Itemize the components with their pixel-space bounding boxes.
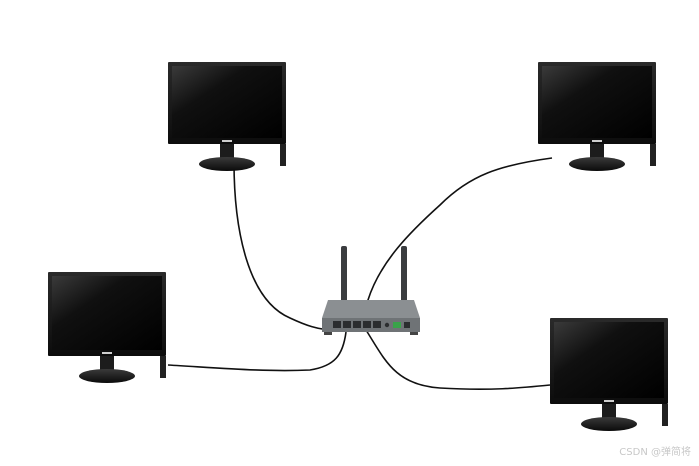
watermark: CSDN @弹简将 (619, 447, 691, 458)
monitor-screen (542, 66, 652, 138)
router-port (343, 321, 351, 328)
cable-bottom-right (365, 329, 551, 391)
monitor-brand-mark (102, 352, 112, 354)
monitor-brand-mark (604, 400, 614, 402)
monitor-base (581, 417, 637, 431)
monitor-neck (220, 144, 234, 160)
router-port (373, 321, 381, 328)
router-port (333, 321, 341, 328)
router-status-led (393, 322, 401, 328)
router-power-jack (404, 322, 410, 328)
router-power-button (384, 322, 390, 328)
monitor-neck (602, 404, 616, 420)
router-foot-right (410, 332, 418, 335)
monitor-side-panel (280, 144, 286, 166)
monitor-side-panel (160, 356, 166, 378)
monitor-neck (590, 144, 604, 160)
router-port (363, 321, 371, 328)
monitor-side-panel (662, 404, 668, 426)
monitor-top-right (538, 62, 656, 171)
monitor-screen (52, 276, 162, 350)
monitor-top-left (168, 62, 286, 171)
router-top-panel (322, 300, 420, 318)
monitor-base (569, 157, 625, 171)
router-lan-ports (333, 321, 381, 328)
router (322, 246, 420, 335)
cable-links (167, 157, 553, 391)
monitor-brand-mark (592, 140, 602, 142)
monitor-bottom-left (48, 272, 166, 383)
monitor-screen (554, 322, 664, 398)
cable-top-left (233, 161, 336, 331)
monitor-base (79, 369, 135, 383)
monitor-brand-mark (222, 140, 232, 142)
monitor-base (199, 157, 255, 171)
router-antenna-left (341, 246, 347, 304)
monitor-neck (100, 356, 114, 372)
router-foot-left (324, 332, 332, 335)
router-port (353, 321, 361, 328)
cable-bottom-left (167, 331, 347, 372)
monitor-side-panel (650, 144, 656, 166)
monitor-screen (172, 66, 282, 138)
router-antenna-right (401, 246, 407, 304)
monitor-bottom-right (550, 318, 668, 431)
